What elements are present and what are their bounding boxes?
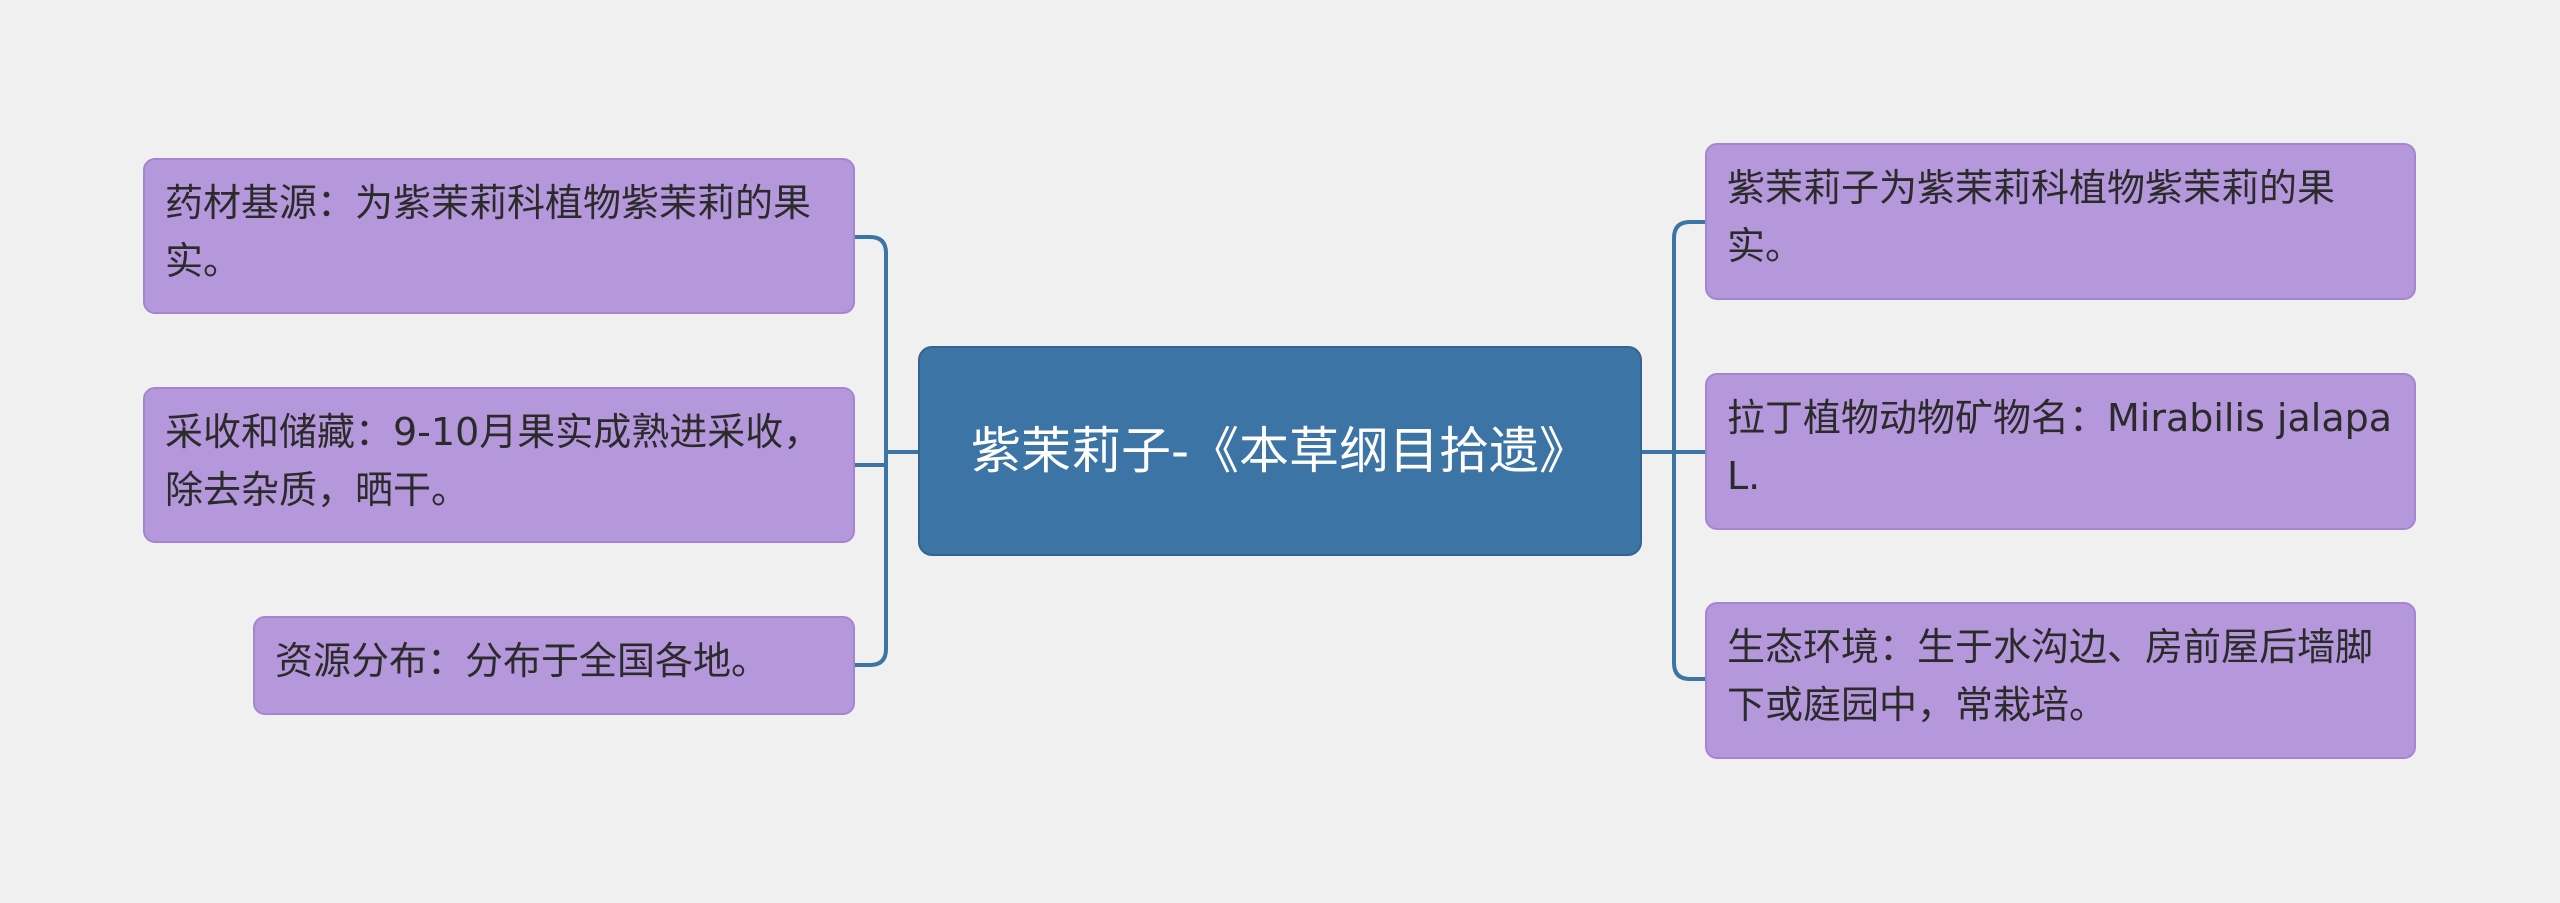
connector-right-1 <box>1672 220 1707 454</box>
branch-label: 资源分布：分布于全国各地。 <box>275 639 770 683</box>
root-topic[interactable]: 紫茉莉子-《本草纲目拾遗》 <box>918 346 1642 556</box>
root-topic-label: 紫茉莉子-《本草纲目拾遗》 <box>970 422 1590 480</box>
branch-right-definition[interactable]: 紫茉莉子为紫茉莉科植物紫茉莉的果实。 <box>1705 143 2416 300</box>
connector-left-2 <box>853 450 888 467</box>
branch-left-source[interactable]: 药材基源：为紫茉莉科植物紫茉莉的果实。 <box>143 158 855 314</box>
connector-right-3 <box>1672 450 1707 681</box>
branch-right-latin-name[interactable]: 拉丁植物动物矿物名：Mirabilis jalapa L. <box>1705 373 2416 530</box>
branch-label: 采收和储藏：9-10月果实成熟进采收，除去杂质，晒干。 <box>165 410 822 512</box>
branch-label: 紫茉莉子为紫茉莉科植物紫茉莉的果实。 <box>1727 166 2336 268</box>
branch-right-habitat[interactable]: 生态环境：生于水沟边、房前屋后墙脚下或庭园中，常栽培。 <box>1705 602 2416 759</box>
branch-left-distribution[interactable]: 资源分布：分布于全国各地。 <box>253 616 855 715</box>
connector-left-1 <box>853 235 888 454</box>
connector-left-3 <box>853 450 888 667</box>
branch-label: 生态环境：生于水沟边、房前屋后墙脚下或庭园中，常栽培。 <box>1727 625 2374 727</box>
branch-label: 拉丁植物动物矿物名：Mirabilis jalapa L. <box>1727 396 2393 498</box>
branch-label: 药材基源：为紫茉莉科植物紫茉莉的果实。 <box>165 181 812 283</box>
branch-left-harvest[interactable]: 采收和储藏：9-10月果实成熟进采收，除去杂质，晒干。 <box>143 387 855 543</box>
